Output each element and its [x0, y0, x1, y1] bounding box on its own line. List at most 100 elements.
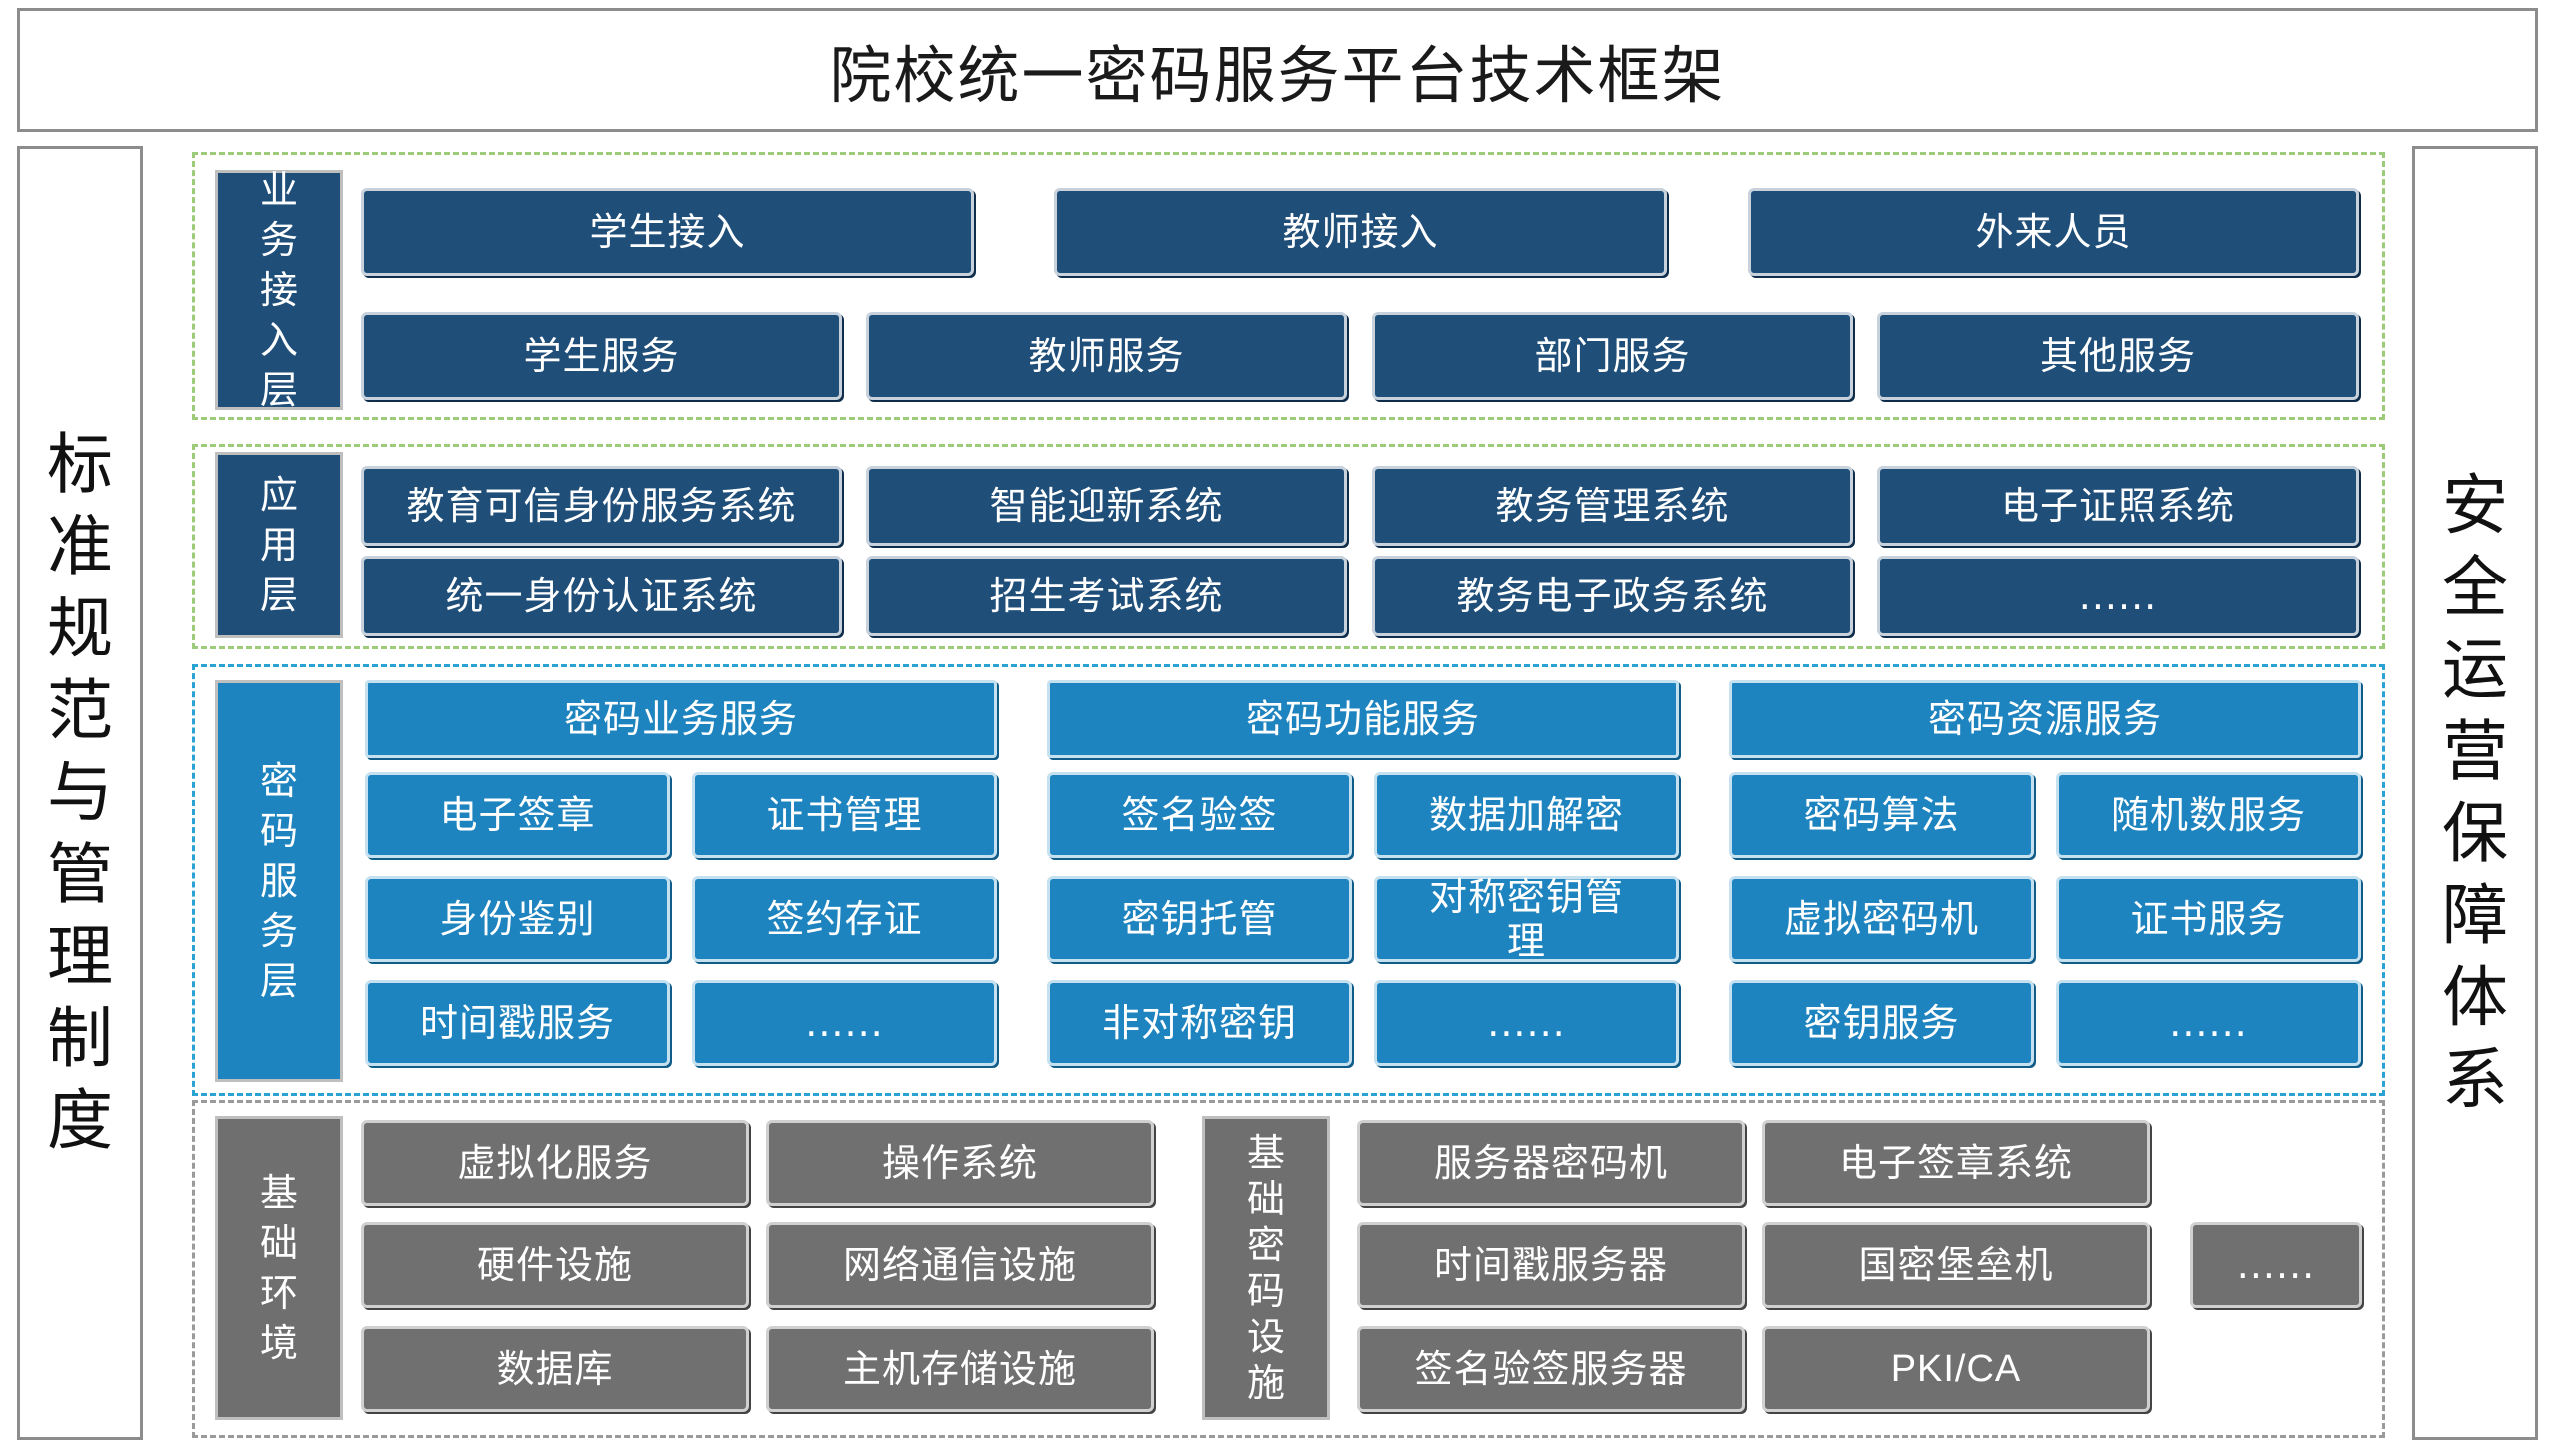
vertical-label-char: 系	[2442, 1041, 2508, 1118]
more-function-box: ......	[1374, 980, 1679, 1066]
vertical-label-char: 施	[1246, 1361, 1285, 1405]
cert-service-box: 证书服务	[2056, 876, 2361, 962]
vertical-label-char: 服	[259, 859, 298, 903]
admission-exam-system-box: 招生考试系统	[866, 556, 1347, 636]
diagram-title: 院校统一密码服务平台技术框架	[17, 8, 2538, 132]
database-box: 数据库	[361, 1326, 749, 1412]
virtualization-box: 虚拟化服务	[361, 1120, 749, 1206]
symmetric-key-mgmt-box: 对称密钥管理	[1374, 875, 1679, 963]
vertical-label-char: 管	[47, 836, 113, 913]
unified-auth-system-box: 统一身份认证系统	[361, 556, 842, 636]
trusted-identity-system-box: 教育可信身份服务系统	[361, 466, 842, 546]
timestamp-service-box: 时间戳服务	[365, 980, 670, 1066]
hsm-server-box: 服务器密码机	[1357, 1120, 1745, 1206]
security-operations-panel: 安全运营保障体系	[2412, 146, 2538, 1440]
key-service-box: 密钥服务	[1729, 980, 2034, 1066]
vertical-label-char: 体	[2442, 959, 2508, 1036]
vertical-label-char: 制	[47, 1000, 113, 1077]
sign-verify-server-box: 签名验签服务器	[1357, 1326, 1745, 1412]
application-layer	[192, 444, 2385, 649]
vertical-label-char: 业	[259, 168, 298, 212]
visitor-box: 外来人员	[1748, 188, 2359, 276]
vertical-label-char: 运	[2442, 631, 2508, 708]
base-environment-label: 基础环境	[215, 1116, 343, 1420]
vertical-label-char: 用	[259, 523, 298, 567]
e-certificate-system-box: 电子证照系统	[1877, 466, 2359, 546]
crypto-resource-service-header: 密码资源服务	[1729, 680, 2361, 758]
crypto-function-service-header: 密码功能服务	[1047, 680, 1679, 758]
vertical-label-char: 础	[259, 1221, 298, 1265]
vertical-label-char: 层	[259, 959, 298, 1003]
vertical-label-char: 基	[1246, 1131, 1285, 1175]
contract-evidence-box: 签约存证	[692, 876, 997, 962]
application-layer-label: 应用层	[215, 452, 343, 638]
standards-management-panel: 标准规范与管理制度	[17, 146, 143, 1440]
vertical-label-char: 理	[47, 918, 113, 995]
random-number-box: 随机数服务	[2056, 772, 2361, 858]
business-access-layer	[192, 152, 2385, 420]
crypto-business-service-header: 密码业务服务	[365, 680, 997, 758]
bastion-host-box: 国密堡垒机	[1762, 1222, 2150, 1308]
vertical-label-char: 层	[259, 368, 298, 412]
vertical-label-char: 度	[47, 1082, 113, 1159]
vertical-label-char: 码	[1246, 1269, 1285, 1313]
timestamp-server-box: 时间戳服务器	[1357, 1222, 1745, 1308]
more-resource-box: ......	[2056, 980, 2361, 1066]
vertical-label-char: 务	[259, 218, 298, 262]
more-apps-box: ......	[1877, 556, 2359, 636]
hardware-box: 硬件设施	[361, 1222, 749, 1308]
teacher-service-box: 教师服务	[866, 312, 1347, 400]
asymmetric-key-box: 非对称密钥	[1047, 980, 1352, 1066]
crypto-service-layer	[192, 664, 2385, 1096]
department-service-box: 部门服务	[1372, 312, 1853, 400]
crypto-algorithm-box: 密码算法	[1729, 772, 2034, 858]
vertical-label-char: 基	[259, 1171, 298, 1215]
student-access-box: 学生接入	[361, 188, 974, 276]
base-layer	[192, 1100, 2385, 1438]
academic-management-system-box: 教务管理系统	[1372, 466, 1853, 546]
vertical-label-char: 密	[259, 759, 298, 803]
vertical-label-char: 障	[2442, 877, 2508, 954]
vertical-label-char: 全	[2442, 549, 2508, 626]
vertical-label-char: 境	[259, 1321, 298, 1365]
more-business-box: ......	[692, 980, 997, 1066]
base-crypto-infra-label: 基础密码设施	[1202, 1116, 1330, 1420]
e-seal-box: 电子签章	[365, 772, 670, 858]
identity-auth-box: 身份鉴别	[365, 876, 670, 962]
vertical-label-char: 务	[259, 909, 298, 953]
other-service-box: 其他服务	[1877, 312, 2359, 400]
vertical-label-char: 础	[1246, 1177, 1285, 1221]
vertical-label-char: 与	[47, 754, 113, 831]
vertical-label-char: 范	[47, 672, 113, 749]
vertical-label-char: 保	[2442, 795, 2508, 872]
host-storage-box: 主机存储设施	[766, 1326, 1154, 1412]
vertical-label-char: 安	[2442, 467, 2508, 544]
teacher-access-box: 教师接入	[1054, 188, 1667, 276]
student-service-box: 学生服务	[361, 312, 842, 400]
smart-enrollment-system-box: 智能迎新系统	[866, 466, 1347, 546]
vertical-label-char: 准	[47, 508, 113, 585]
vertical-label-char: 码	[259, 809, 298, 853]
vertical-label-char: 环	[259, 1271, 298, 1315]
vertical-label-char: 营	[2442, 713, 2508, 790]
network-box: 网络通信设施	[766, 1222, 1154, 1308]
vertical-label-char: 标	[47, 426, 113, 503]
key-escrow-box: 密钥托管	[1047, 876, 1352, 962]
os-box: 操作系统	[766, 1120, 1154, 1206]
e-seal-system-box: 电子签章系统	[1762, 1120, 2150, 1206]
crypto-service-layer-label: 密码服务层	[215, 680, 343, 1082]
sign-verify-box: 签名验签	[1047, 772, 1352, 858]
vertical-label-char: 设	[1246, 1315, 1285, 1359]
cert-management-box: 证书管理	[692, 772, 997, 858]
e-government-system-box: 教务电子政务系统	[1372, 556, 1853, 636]
vertical-label-char: 应	[259, 473, 298, 517]
vertical-label-char: 层	[259, 573, 298, 617]
business-layer-label: 业务接入层	[215, 168, 343, 412]
virtual-hsm-box: 虚拟密码机	[1729, 876, 2034, 962]
more-base-box: ......	[2190, 1222, 2362, 1308]
pki-ca-box: PKI/CA	[1762, 1326, 2150, 1412]
vertical-label-char: 密	[1246, 1223, 1285, 1267]
vertical-label-char: 接	[259, 268, 298, 312]
vertical-label-char: 规	[47, 590, 113, 667]
data-encrypt-box: 数据加解密	[1374, 772, 1679, 858]
